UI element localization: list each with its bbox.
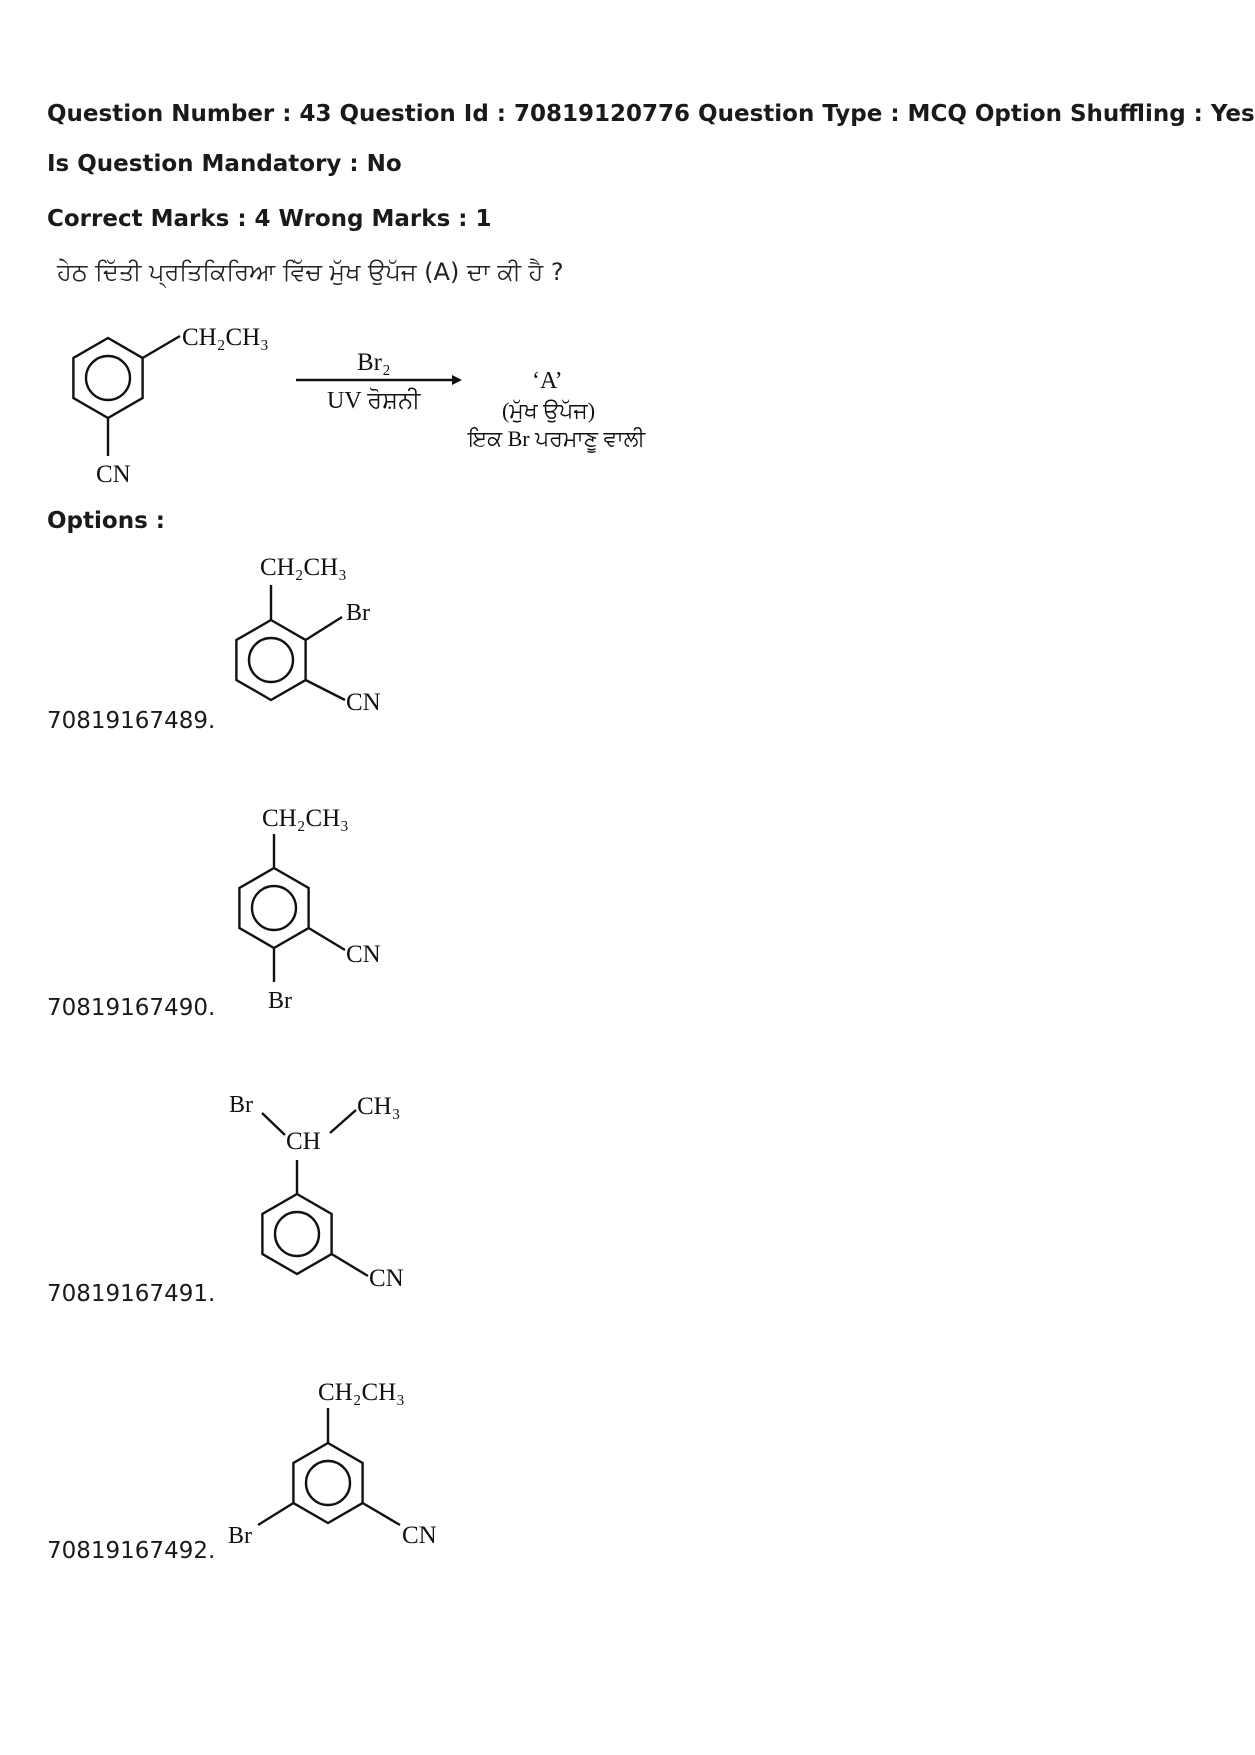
- product-note-1: (ਮੁੱਖ ਉਪੱਜ): [502, 398, 595, 423]
- option-id: 70819167491.: [47, 1281, 216, 1307]
- ethyl-label: CH₂CH₃: [262, 805, 349, 832]
- br-label: Br: [346, 600, 370, 626]
- cn-bond: [361, 1501, 401, 1527]
- ch3-label: CH₃: [357, 1093, 400, 1120]
- aromatic-circle: [304, 1459, 352, 1507]
- benzene-ring: [292, 1441, 364, 1525]
- question-meta-line: Question Number : 43 Question Id : 70819…: [47, 101, 1255, 127]
- aromatic-circle: [273, 1210, 321, 1258]
- mandatory-line: Is Question Mandatory : No: [47, 151, 402, 177]
- br-bond: [261, 1112, 286, 1136]
- br-label: Br: [229, 1092, 253, 1118]
- reagent-label: Br₂: [357, 349, 391, 376]
- cn-label: CN: [96, 461, 131, 488]
- aromatic-circle: [250, 884, 298, 932]
- question-text: ਹੇਠ ਦਿੱਤੀ ਪ੍ਰਤਿਕਿਰਿਆ ਵਿੱਚ ਮੁੱਖ ਉਪੱਜ (A) …: [57, 258, 564, 286]
- br-label: Br: [268, 988, 292, 1014]
- arrow-head: [452, 375, 462, 385]
- product-label: ‘A’: [532, 368, 563, 394]
- benzene-ring: [261, 1192, 333, 1276]
- condition-label: UV ਰੋਸ਼ਨੀ: [327, 387, 421, 414]
- ethyl-label: CH₂CH₃: [182, 324, 269, 351]
- aromatic-circle: [84, 354, 132, 402]
- option-2-structure: CH₂CH₃ CN Br: [238, 805, 381, 1014]
- option-id: 70819167492.: [47, 1538, 216, 1564]
- cn-label: CN: [346, 941, 381, 968]
- ch3-bond: [329, 1109, 357, 1134]
- cn-bond: [307, 926, 346, 952]
- option-1-structure: CH₂CH₃ Br CN: [235, 554, 381, 716]
- options-heading: Options :: [47, 508, 165, 534]
- cn-label: CN: [346, 689, 381, 716]
- reaction-scheme: CH₂CH₃ CN Br₂ UV ਰੋਸ਼ਨੀ ‘A’ (ਮੁੱਖ ਉਪੱਜ) …: [72, 324, 646, 488]
- option-id: 70819167489.: [47, 708, 216, 734]
- option-4-structure: CH₂CH₃ Br CN: [228, 1379, 437, 1549]
- cn-label: CN: [369, 1265, 404, 1292]
- option-3-structure: Br CH CH₃ CN: [229, 1092, 404, 1292]
- br-bond: [304, 615, 343, 642]
- cn-bond: [330, 1252, 369, 1278]
- aromatic-circle: [247, 636, 295, 684]
- ch-label: CH: [286, 1128, 321, 1155]
- cn-bond: [305, 678, 346, 702]
- ethyl-label: CH₂CH₃: [260, 554, 347, 581]
- br-label: Br: [228, 1523, 252, 1549]
- ethyl-label: CH₂CH₃: [318, 1379, 405, 1406]
- option-id: 70819167490.: [47, 995, 216, 1021]
- marks-line: Correct Marks : 4 Wrong Marks : 1: [47, 206, 492, 232]
- ethyl-bond: [141, 334, 181, 360]
- cn-label: CN: [402, 1522, 437, 1549]
- product-note-2: ਇਕ Br ਪਰਮਾਣੂ ਵਾਲੀ: [467, 426, 646, 454]
- br-bond: [257, 1501, 295, 1527]
